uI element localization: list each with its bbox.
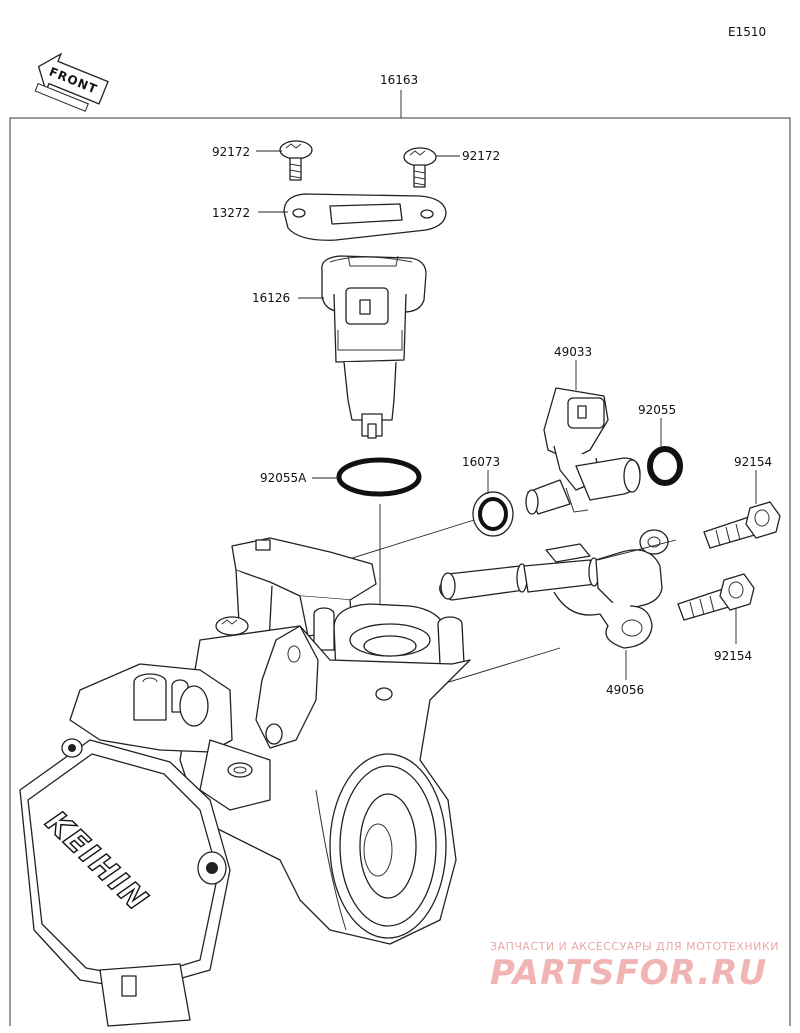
part-label-49056: 49056 xyxy=(606,683,644,697)
part-label-92154-lower: 92154 xyxy=(714,649,752,663)
screw-92172-left xyxy=(279,140,313,181)
part-label-49033: 49033 xyxy=(554,345,592,359)
o-ring-92055A xyxy=(336,457,422,497)
sensor-16126 xyxy=(321,255,427,439)
part-label-16073: 16073 xyxy=(462,455,500,469)
screw-92172-right xyxy=(403,147,437,188)
plate-13272 xyxy=(283,193,447,241)
diagram-code: E1510 xyxy=(728,25,766,39)
front-arrow-icon: FRONT xyxy=(34,52,109,112)
axis-line-49056-upper xyxy=(597,539,677,561)
assembly-frame xyxy=(9,117,791,1026)
seal-16073 xyxy=(472,491,514,537)
watermark-site: PARTSFOR.RU xyxy=(490,953,767,993)
part-label-16163: 16163 xyxy=(380,73,418,87)
watermark-tagline: ЗАПЧАСТИ И АКСЕССУАРЫ ДЛЯ МОТОТЕХНИКИ xyxy=(490,940,779,953)
part-label-92055A: 92055A xyxy=(260,471,307,485)
bolt-92154-lower xyxy=(677,573,755,621)
o-ring-92055 xyxy=(647,446,683,486)
part-label-16126: 16126 xyxy=(252,291,290,305)
bolt-92154-upper xyxy=(703,501,781,549)
sensor-49033 xyxy=(525,387,641,515)
part-label-92055: 92055 xyxy=(638,403,676,417)
part-label-92154-upper: 92154 xyxy=(734,455,772,469)
part-label-13272: 13272 xyxy=(212,206,250,220)
fitting-49056 xyxy=(439,529,669,649)
part-label-92172-right: 92172 xyxy=(462,149,500,163)
part-label-92172-left: 92172 xyxy=(212,145,250,159)
throttle-body-16163: KEIHIN xyxy=(19,537,471,1027)
